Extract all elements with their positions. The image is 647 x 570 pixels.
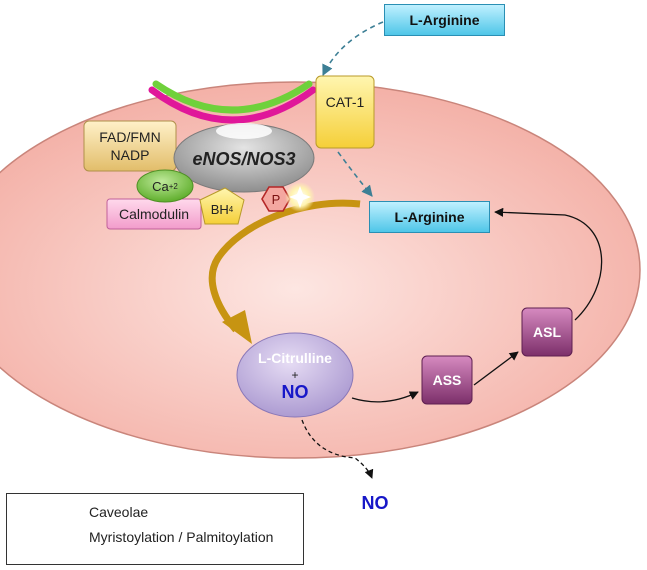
asl-to-arginine-arrow [494, 207, 603, 321]
citrulline-no-pool [236, 332, 354, 418]
asl-enzyme [521, 307, 573, 357]
ass-enzyme [421, 355, 473, 405]
ass-label: ASS [432, 372, 462, 388]
nadp-label: NADP [110, 147, 150, 163]
l-arginine-intracellular-label: L-Arginine [394, 209, 465, 225]
no-extracellular-label: NO [361, 492, 389, 513]
no-intracellular-label: NO [281, 381, 309, 402]
legend: Caveolae Myristoylation / Palmitoylation [6, 493, 304, 565]
conversion-arrow [208, 199, 361, 333]
phospho-label: P [271, 191, 281, 207]
cat1-transport-arrow [337, 151, 373, 197]
l-arginine-extracellular-box: L-Arginine [384, 4, 505, 36]
fad-fmn-nadp-box [83, 120, 177, 172]
plus-label: + [291, 367, 299, 382]
enos-highlight [216, 123, 272, 139]
cat1-transporter [315, 75, 375, 149]
l-arginine-extracellular-label: L-Arginine [409, 12, 480, 28]
bh4-subscript: 4 [228, 204, 234, 214]
asl-label: ASL [533, 324, 561, 340]
bh4-cofactor [199, 187, 245, 225]
caveolae-band [152, 80, 313, 114]
citrulline-no-label: L-Citrulline + NO [237, 341, 353, 409]
conversion-arrowhead [222, 310, 252, 344]
legend-myristoylation-label: Myristoylation / Palmitoylation [89, 529, 274, 545]
calcium-label: Ca+2 [152, 178, 178, 194]
l-arginine-intracellular-box: L-Arginine [369, 201, 490, 233]
legend-caveolae-label: Caveolae [89, 504, 149, 520]
activation-sparkle [289, 186, 311, 208]
ass-to-asl-arrow [473, 351, 519, 386]
arginine-import-arrow [322, 21, 384, 77]
calmodulin-label: Calmodulin [118, 206, 190, 222]
myristoylation-band [148, 86, 317, 124]
calcium-ion [136, 169, 194, 203]
no-to-ass-arrow [351, 391, 419, 403]
fad-fmn-label: FAD/FMN [99, 129, 161, 145]
calcium-charge: +2 [168, 181, 178, 191]
enos-label: eNOS/NOS3 [192, 148, 296, 169]
fad-fmn-nadp-label: FAD/FMN NADP [84, 121, 176, 171]
l-citrulline-label: L-Citrulline [258, 349, 332, 366]
cat1-label: CAT-1 [325, 94, 365, 110]
